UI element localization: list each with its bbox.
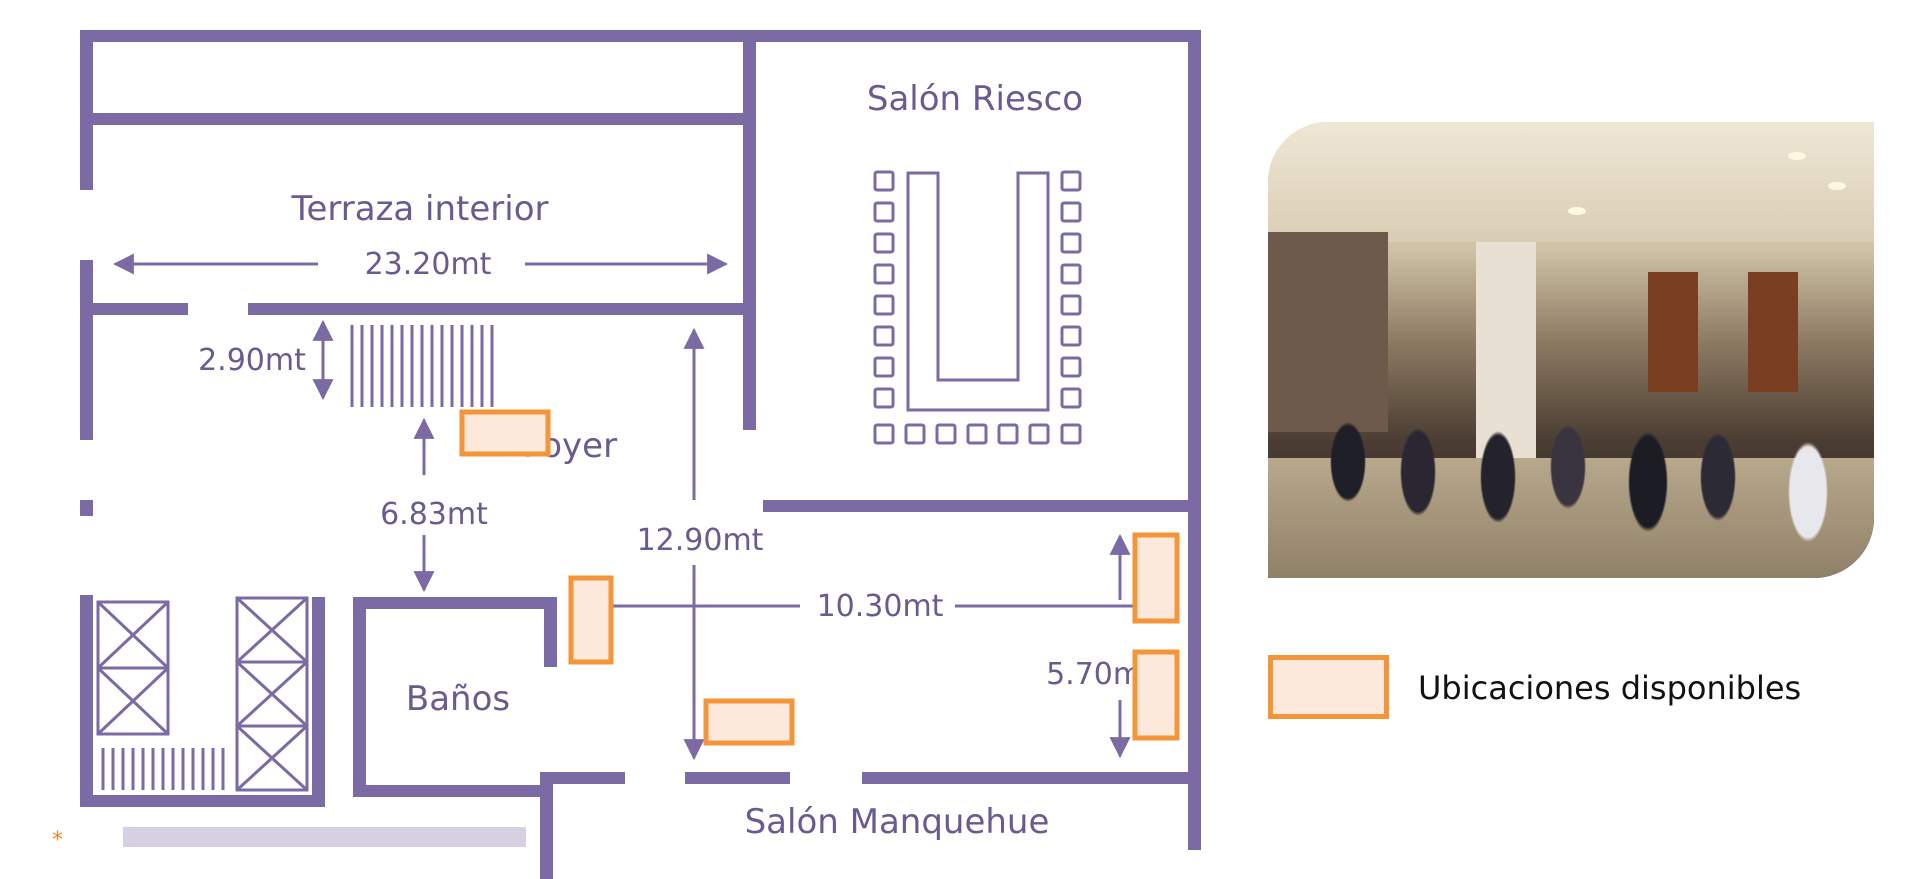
room-labels: Salón Riesco Terraza interior Foyer Baño…	[290, 79, 1083, 842]
photo-ceiling	[1268, 122, 1874, 242]
available-spot[interactable]	[459, 409, 551, 457]
legend-swatch	[1268, 655, 1389, 719]
photo-light	[1568, 207, 1586, 215]
dim-foyer-depth: 6.83mt	[380, 497, 488, 532]
room-label-terraza-interior: Terraza interior	[290, 189, 548, 229]
dimension-arrows	[112, 253, 1135, 761]
available-spot[interactable]	[1132, 532, 1180, 624]
dim-hall-width: 10.30mt	[817, 589, 944, 624]
dim-terraza-width: 23.20mt	[365, 247, 492, 282]
event-photo	[1268, 122, 1874, 578]
photo-panel	[1648, 272, 1698, 392]
available-spot[interactable]	[703, 698, 795, 746]
dim-stair-depth: 2.90mt	[198, 343, 306, 378]
available-spot[interactable]	[1132, 649, 1180, 741]
available-spots	[459, 409, 1180, 746]
room-label-salon-manquehue: Salón Manquehue	[745, 802, 1050, 842]
room-label-salon-riesco: Salón Riesco	[867, 79, 1083, 119]
u-table-layout	[873, 170, 1082, 445]
room-label-banos: Baños	[406, 679, 510, 719]
photo-crowd	[1268, 382, 1874, 578]
available-spot[interactable]	[568, 575, 614, 665]
dimension-labels: 23.20mt 2.90mt 6.83mt 12.90mt 10.30mt 5.…	[198, 247, 1154, 692]
walls	[80, 30, 1201, 879]
footnote-asterisk: *	[52, 828, 63, 853]
stairs	[350, 325, 494, 407]
photo-light	[1828, 182, 1846, 190]
elevators-stairs	[96, 596, 309, 792]
photo-panel	[1748, 272, 1798, 392]
floor-plan: Salón Riesco Terraza interior Foyer Baño…	[80, 30, 1201, 879]
photo-light	[1788, 152, 1806, 160]
legend-label: Ubicaciones disponibles	[1418, 669, 1802, 707]
dim-corridor-length: 12.90mt	[637, 523, 764, 558]
